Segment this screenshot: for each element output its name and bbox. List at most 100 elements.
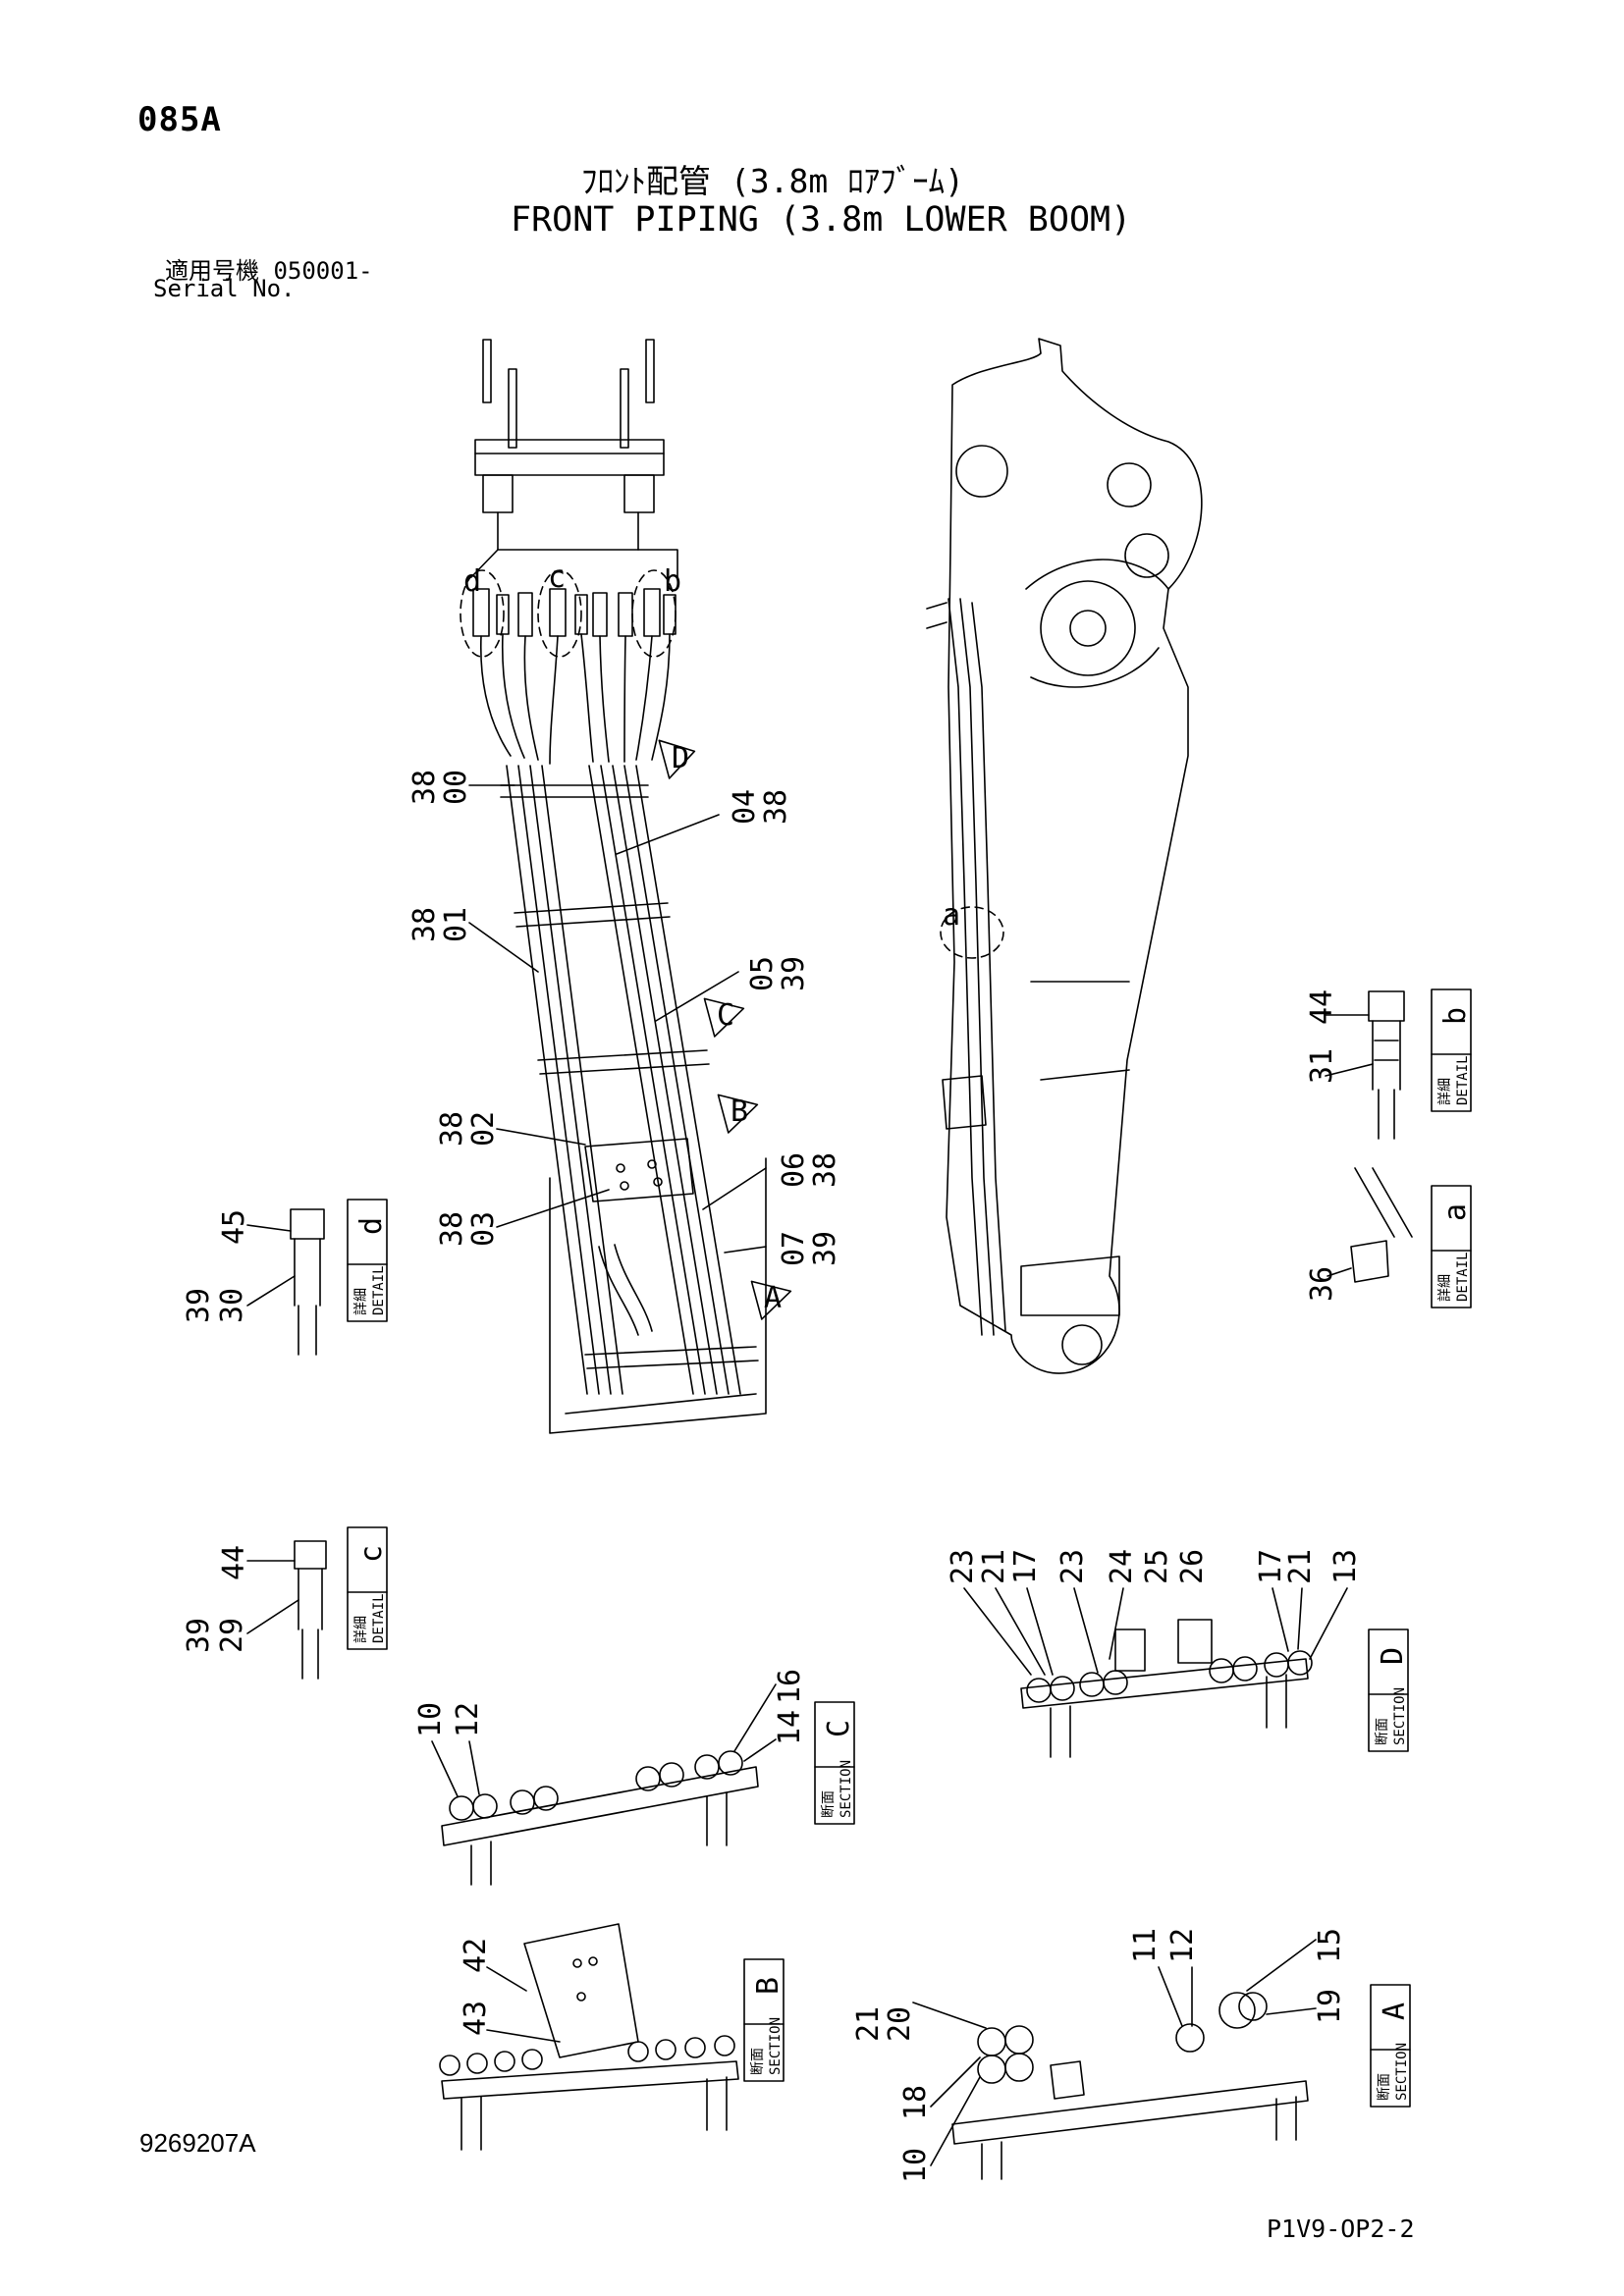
detail-word: DETAIL (1455, 1252, 1471, 1302)
part-label-38: 38 (808, 1152, 842, 1188)
section-d-part-26: 26 (1175, 1549, 1210, 1584)
boom-large-boss (1040, 580, 1136, 676)
part-label-39: 39 (808, 1231, 842, 1266)
section-b-letter: B (751, 1977, 785, 1995)
page-code: 085A (137, 100, 222, 139)
section-a-part-11: 11 (1128, 1928, 1163, 1963)
section-word: SECTION (768, 2017, 784, 2075)
detail-d-letter: d (354, 1217, 389, 1235)
boom-pin-hole-upper (955, 445, 1008, 498)
part-label-04: 04 (728, 789, 762, 825)
mark-A: A (764, 1281, 782, 1315)
section-marker-a: A (750, 1280, 792, 1320)
front-piping-assembly: D C B A d c b 38 00 38 01 38 02 38 03 04… (407, 339, 842, 1434)
main-pipe-bundle (500, 765, 759, 1395)
section-d-part-17: 17 (1008, 1549, 1043, 1584)
detail-kanji: 詳細 (1437, 1078, 1453, 1105)
section-d-part-21: 21 (1283, 1549, 1318, 1584)
serial-label-english: Serial No. (153, 275, 296, 302)
mark-D: D (672, 741, 689, 775)
section-word: SECTION (1394, 2043, 1410, 2101)
detail-kanji: 詳細 (353, 1288, 369, 1315)
mark-B: B (731, 1095, 748, 1129)
section-c-part-10: 10 (413, 1702, 448, 1737)
section-kanji: 断面 (1377, 2073, 1392, 2101)
part-label-03: 03 (466, 1211, 501, 1247)
section-a-part-19: 19 (1313, 1989, 1347, 2024)
section-marker-c: C (703, 997, 745, 1038)
mark-d: d (463, 564, 481, 599)
part-label-07: 07 (777, 1231, 811, 1266)
detail-kanji: 詳細 (1437, 1274, 1453, 1302)
detail-word: DETAIL (1455, 1055, 1471, 1105)
title-english: FRONT PIPING (3.8m LOWER BOOM) (511, 200, 1132, 240)
drawing-number: 9269207A (139, 2128, 256, 2158)
section-a: 21 20 18 10 11 12 15 19 A 断面 SECTION (851, 1928, 1412, 2183)
section-kanji: 断面 (821, 1790, 837, 1818)
detail-c-part-39: 39 (182, 1618, 216, 1653)
section-c-part-14: 14 (773, 1710, 807, 1745)
section-d-part-13: 13 (1328, 1549, 1363, 1584)
section-c: 10 12 16 14 C 断面 SECTION (413, 1669, 856, 1886)
detail-b: 44 31 b 詳細 DETAIL (1305, 988, 1473, 1140)
detail-d: 45 39 30 d 詳細 DETAIL (182, 1199, 389, 1356)
section-word: SECTION (839, 1760, 854, 1818)
detail-kanji: 詳細 (353, 1616, 369, 1643)
mark-a: a (943, 898, 960, 933)
boom-foot-pin (1061, 1324, 1103, 1365)
title-japanese: ﾌﾛﾝﾄ配管 (3.8m ﾛｱﾌﾞｰﾑ) (581, 162, 964, 200)
section-d-letter: D (1376, 1647, 1410, 1665)
part-label-38: 38 (435, 1111, 469, 1147)
section-d-part-23: 23 (946, 1549, 980, 1584)
detail-c-part-29: 29 (215, 1618, 249, 1653)
part-label-02: 02 (466, 1111, 501, 1147)
part-label-39: 39 (777, 956, 811, 991)
section-kanji: 断面 (750, 2048, 766, 2075)
section-a-letter: A (1378, 2002, 1412, 2020)
section-b: 42 43 B 断面 SECTION (439, 1923, 785, 2151)
part-label-05: 05 (745, 956, 780, 991)
detail-a-letter: a (1438, 1203, 1473, 1221)
part-label-38: 38 (407, 907, 442, 942)
section-word: SECTION (1392, 1687, 1408, 1745)
section-a-part-10: 10 (898, 2148, 933, 2183)
hose-fittings-row (460, 569, 677, 658)
section-c-part-16: 16 (773, 1669, 807, 1704)
detail-b-part-31: 31 (1305, 1048, 1339, 1084)
sheet-id: P1V9-OP2-2 (1267, 2215, 1415, 2243)
detail-c-letter: c (354, 1545, 389, 1563)
boom-pin-hole-cylinder (1124, 533, 1169, 578)
part-label-38: 38 (759, 789, 793, 825)
detail-a: 36 a 詳細 DETAIL (1305, 1167, 1473, 1308)
lower-base-frame (549, 1138, 767, 1434)
upper-mounting-bracket (470, 339, 678, 578)
detail-c: 44 39 29 c 詳細 DETAIL (182, 1526, 389, 1680)
section-kanji: 断面 (1375, 1718, 1390, 1745)
detail-word: DETAIL (371, 1593, 387, 1643)
boom-pin-hole-rear (1107, 462, 1152, 507)
section-d-part-23: 23 (1056, 1549, 1090, 1584)
detail-d-part-45: 45 (217, 1209, 251, 1245)
section-a-part-20: 20 (883, 2006, 917, 2042)
section-marker-b: B (717, 1094, 759, 1134)
mark-b: b (664, 564, 681, 599)
section-c-letter: C (822, 1720, 856, 1737)
part-label-38: 38 (435, 1211, 469, 1247)
section-a-part-18: 18 (898, 2085, 933, 2120)
section-d-part-24: 24 (1105, 1549, 1139, 1584)
section-a-part-21: 21 (851, 2006, 886, 2042)
detail-a-part-36: 36 (1305, 1266, 1339, 1302)
detail-c-part-44: 44 (217, 1545, 251, 1580)
mark-C: C (717, 998, 734, 1033)
detail-d-part-39: 39 (182, 1288, 216, 1323)
lower-boom: a (926, 338, 1203, 1374)
detail-b-letter: b (1438, 1007, 1473, 1025)
section-d-part-17: 17 (1254, 1549, 1288, 1584)
section-d: 23 21 17 23 24 25 26 17 21 13 D 断面 SECTI… (946, 1549, 1410, 1758)
section-a-part-12: 12 (1165, 1928, 1200, 1963)
section-d-part-25: 25 (1140, 1549, 1174, 1584)
section-marker-d: D (658, 739, 696, 779)
mark-c: c (548, 561, 566, 595)
part-label-38: 38 (407, 770, 442, 805)
detail-b-part-44: 44 (1305, 989, 1339, 1025)
